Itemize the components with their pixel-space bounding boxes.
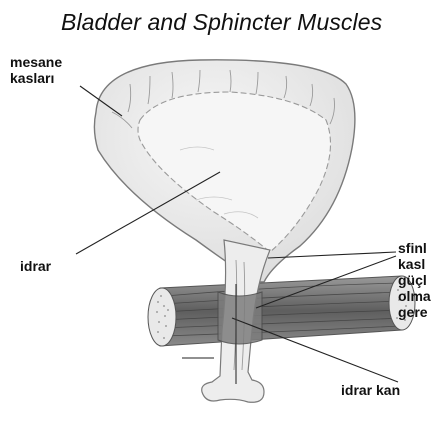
label-urine: idrar bbox=[20, 258, 51, 274]
diagram-title: Bladder and Sphincter Muscles bbox=[61, 9, 382, 36]
label-sphincter-line5: gere bbox=[398, 304, 431, 320]
label-urethra: idrar kan bbox=[341, 382, 400, 398]
pelvic-muscle-band bbox=[148, 276, 415, 346]
label-sphincter: sfinl kasl güçl olma gere bbox=[398, 240, 431, 320]
sphincter-ring bbox=[218, 292, 262, 344]
label-bladder-muscles-line2: kasları bbox=[10, 70, 62, 86]
label-sphincter-line3: güçl bbox=[398, 272, 431, 288]
label-bladder-muscles-line1: mesane bbox=[10, 54, 62, 70]
label-sphincter-line2: kasl bbox=[398, 256, 431, 272]
label-bladder-muscles: mesane kasları bbox=[10, 54, 62, 86]
label-sphincter-line4: olma bbox=[398, 288, 431, 304]
muscle-left-end bbox=[148, 288, 176, 346]
label-sphincter-line1: sfinl bbox=[398, 240, 431, 256]
